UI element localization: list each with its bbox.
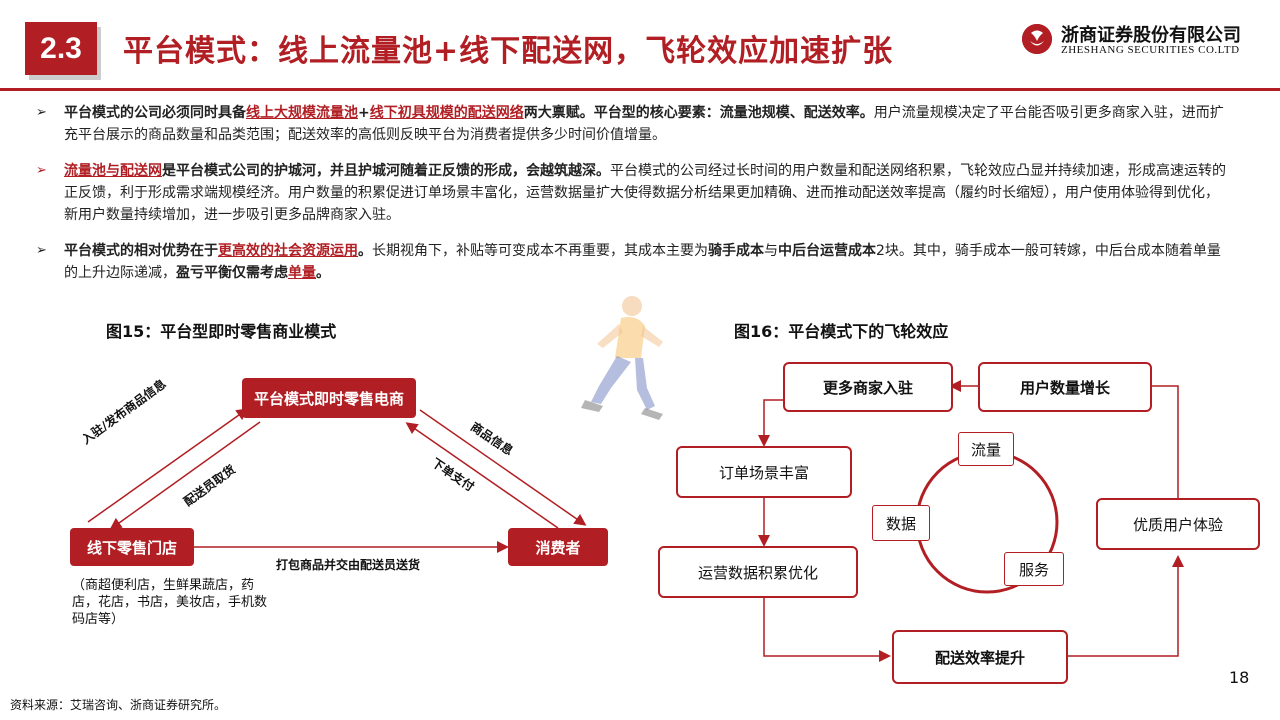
arrow-bullet-icon: ➢ [36, 105, 47, 120]
section-badge: 2.3 [25, 22, 97, 75]
bullet-text: 用户流量规模决定了平台能否吸引更多商家入驻，进而扩充平台展示的商品数量和品类范围… [64, 105, 1224, 143]
page-title: 平台模式：线上流量池+线下配送网，飞轮效应加速扩张 [123, 34, 894, 69]
flywheel-node-data: 运营数据积累优化 [658, 546, 858, 598]
page-number: 18 [1229, 668, 1250, 687]
company-name-cn: 浙商证券股份有限公司 [1061, 25, 1241, 46]
flywheel-node-users: 用户数量增长 [978, 362, 1152, 412]
source-note: 资料来源：艾瑞咨询、浙商证券研究所。 [10, 698, 227, 712]
flywheel-node-orders: 订单场景丰富 [676, 446, 852, 498]
bullet-text: 两大禀赋。平台型的核心要素：流量池规模、配送效率。 [523, 105, 874, 121]
bullet-text: 长期视角下，补贴等可变成本不再重要，其成本主要为 [372, 243, 708, 259]
consumer-node: 消费者 [508, 528, 608, 566]
bullet-item: ➢ 平台模式的相对优势在于更高效的社会资源运用。长期视角下，补贴等可变成本不再重… [36, 240, 1232, 284]
arrow-bullet-icon: ➢ [36, 243, 47, 258]
highlight-text: 线上大规模流量池 [246, 105, 358, 121]
bullet-text: 平台模式的公司必须同时具备 [64, 105, 246, 121]
bullet-text: 盈亏平衡仅需考虑 [176, 265, 288, 281]
flywheel-center-traffic: 流量 [958, 432, 1014, 466]
bullet-text: 。 [358, 243, 372, 259]
highlight-text: 单量 [288, 265, 316, 281]
bullet-text: 骑手成本 [708, 243, 764, 259]
bullet-text: 。 [316, 265, 330, 281]
flywheel-node-experience: 优质用户体验 [1096, 498, 1260, 550]
retail-store-node: 线下零售门店 [70, 528, 194, 566]
bullet-text: + [358, 105, 370, 121]
bullet-text: 与 [764, 243, 778, 259]
bullet-item: ➢ 流量池与配送网是平台模式公司的护城河，并且护城河随着正反馈的形成，会越筑越深… [36, 160, 1232, 226]
company-logo-icon [1022, 24, 1052, 54]
figure-16-title: 图16：平台模式下的飞轮效应 [734, 322, 949, 341]
edge-label-delivery: 打包商品并交由配送员送货 [276, 558, 421, 572]
bullet-item: ➢ 平台模式的公司必须同时具备线上大规模流量池+线下初具规模的配送网络两大禀赋。… [36, 102, 1232, 146]
header-divider [0, 88, 1280, 91]
highlight-text: 更高效的社会资源运用 [218, 243, 358, 259]
highlight-text: 流量池与配送网 [64, 163, 162, 179]
platform-node: 平台模式即时零售电商 [242, 378, 416, 418]
flywheel-center-data: 数据 [872, 505, 930, 541]
bullet-text: 平台模式的公司经过长时间的用户数量和配送网络积累，飞轮效应凸显并持续加速，形成高… [64, 163, 1226, 223]
flywheel-node-merchants: 更多商家入驻 [783, 362, 953, 412]
store-types-note: （商超便利店，生鲜果蔬店，药店，花店，书店，美妆店，手机数码店等） [72, 578, 268, 627]
highlight-text: 线下初具规模的配送网络 [369, 105, 524, 121]
arrow-bullet-icon: ➢ [36, 163, 47, 178]
bullet-text: 平台模式的相对优势在于 [64, 243, 218, 259]
logo-mark-icon [1022, 24, 1052, 54]
runner-illustration [581, 296, 663, 420]
figure-15-connectors [87, 408, 587, 553]
flywheel-center-service: 服务 [1004, 552, 1064, 586]
bullet-text: 中后台运营成本 [778, 243, 876, 259]
company-name-en: ZHESHANG SECURITIES CO.LTD [1061, 44, 1240, 56]
bullet-text: 2块。其中，骑手成本一般可转嫁，中后台成本随着单量的上升边际递减， [64, 243, 1221, 281]
bullet-list: ➢ 平台模式的公司必须同时具备线上大规模流量池+线下初具规模的配送网络两大禀赋。… [36, 102, 1232, 298]
bullet-text: 是平台模式公司的护城河，并且护城河随着正反馈的形成，会越筑越深。 [162, 163, 610, 179]
figure-15-title: 图15：平台型即时零售商业模式 [106, 322, 337, 341]
flywheel-node-delivery: 配送效率提升 [892, 630, 1068, 684]
